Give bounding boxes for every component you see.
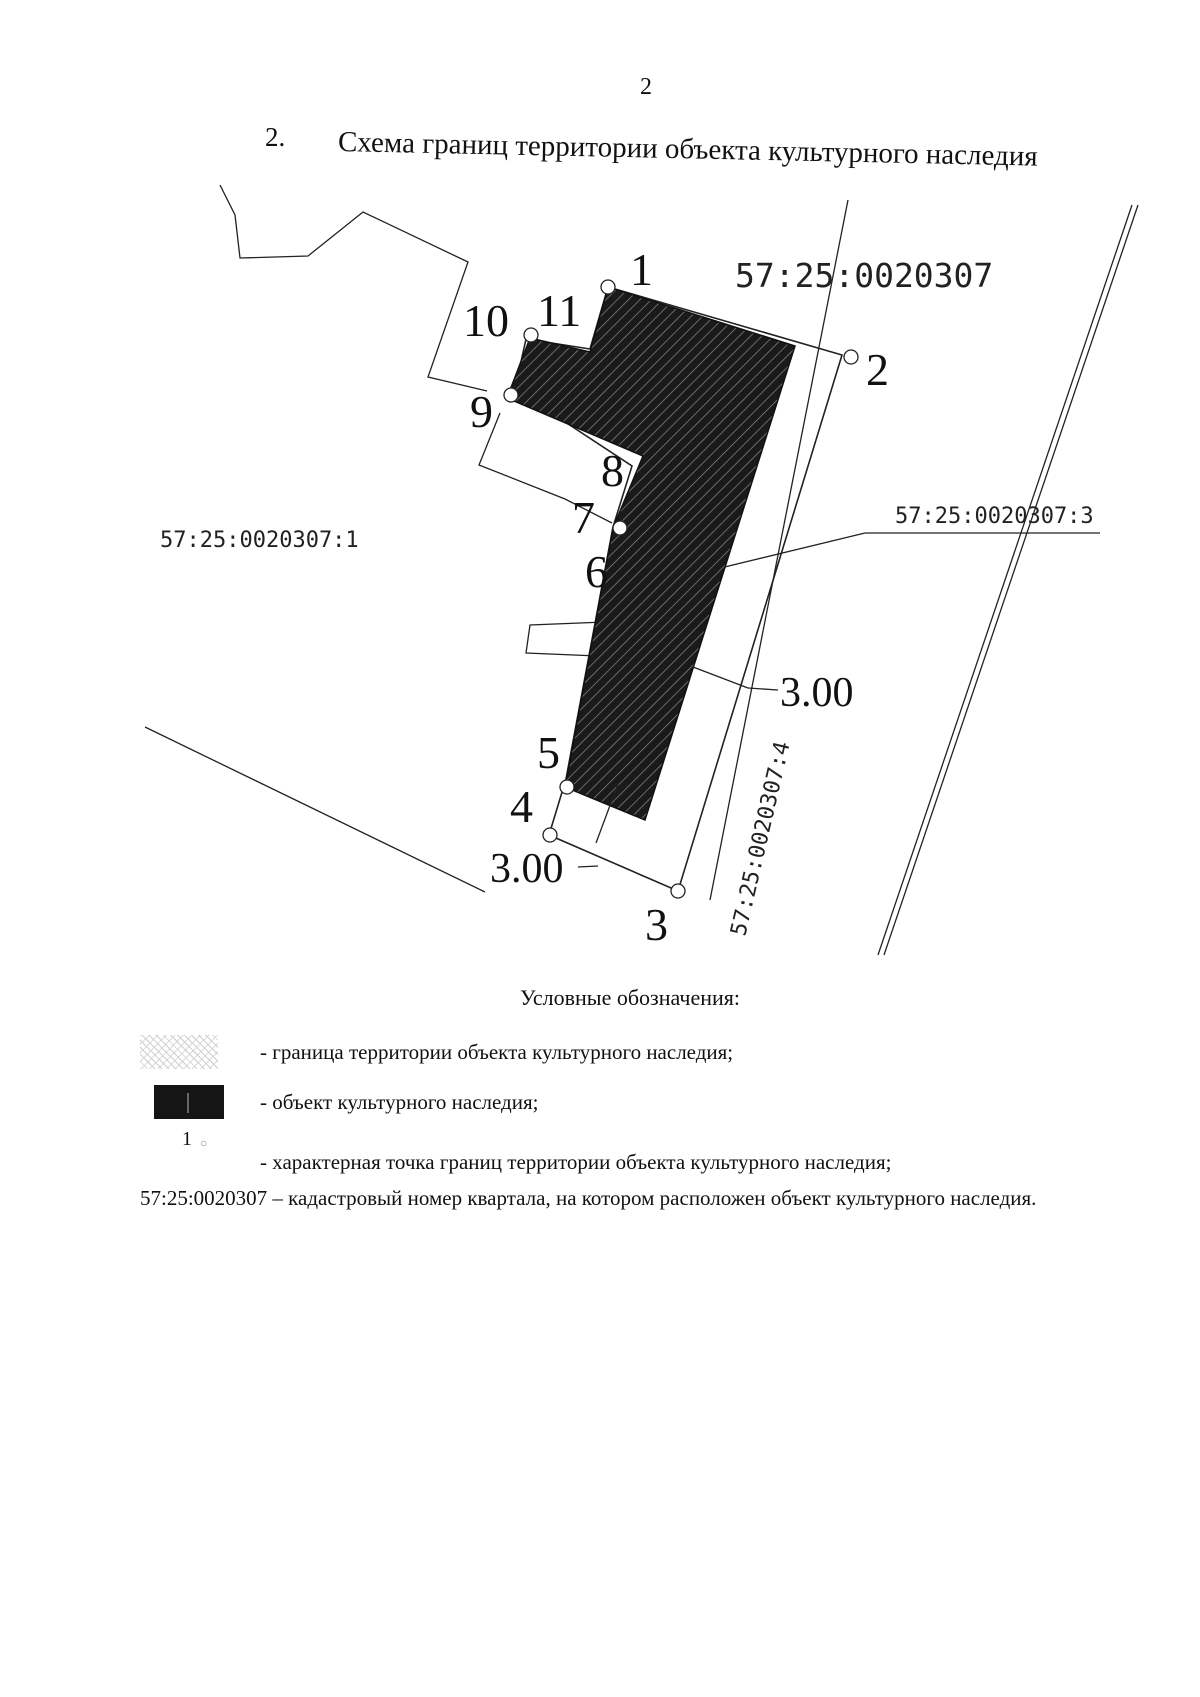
dim-bottom-leader [577, 865, 599, 868]
point-label-3: 3 [645, 899, 668, 950]
point-marker-2 [843, 349, 859, 365]
point-label-6: 6 [585, 546, 608, 597]
legend-label-border: - граница территории объекта культурного… [260, 1040, 734, 1064]
outbuilding [525, 621, 606, 657]
leader-line [703, 532, 866, 573]
page-number: 2 [640, 74, 652, 100]
parcel-lines [144, 184, 1139, 956]
legend-label-object: - объект культурного наследия; [260, 1090, 539, 1114]
dimension-label-right: 3.00 [780, 670, 854, 716]
legend-swatch-border [140, 1035, 218, 1069]
parcel-line-southwest [144, 726, 486, 893]
dimension-label-bottom: 3.00 [490, 846, 564, 892]
point-marker-4 [542, 827, 558, 843]
point-label-7: 7 [572, 492, 595, 543]
point-marker-7 [612, 520, 628, 536]
road-line-2 [883, 204, 1139, 956]
dim-right-line [692, 666, 749, 689]
point-label-10: 10 [463, 295, 509, 346]
legend-cadastral-note: 57:25:0020307 – кадастровый номер кварта… [140, 1186, 1037, 1210]
section-number: 2. [265, 122, 286, 152]
dim-right-leader [747, 687, 779, 691]
boundary-map: 1 2 3 4 5 6 7 8 9 10 11 3.00 3.00 57:25:… [144, 184, 1139, 956]
point-marker-3 [670, 883, 686, 899]
point-label-4: 4 [510, 781, 533, 832]
dim-bottom-line [595, 783, 619, 844]
street-line-vertical [709, 199, 849, 901]
point-label-5: 5 [537, 727, 560, 778]
page-title: Схема границ территории объекта культурн… [337, 126, 1039, 173]
parcel-line-west [478, 412, 613, 524]
cadastral-parcel-4-label: 57:25:0020307:4 [726, 739, 795, 938]
heritage-object [506, 286, 796, 822]
point-label-11: 11 [537, 285, 581, 336]
road-line-1 [877, 204, 1133, 956]
legend-point-sample: 1 [182, 1128, 192, 1150]
point-marker-5 [559, 779, 575, 795]
legend-title: Условные обозначения: [519, 985, 741, 1010]
characteristic-points [503, 279, 859, 899]
legend-swatch-object [154, 1085, 224, 1119]
point-label-9: 9 [470, 386, 493, 437]
point-marker-10 [523, 327, 539, 343]
cadastral-parcel-1-label: 57:25:0020307:1 [160, 528, 359, 553]
point-marker-1 [600, 279, 616, 295]
point-marker-9 [503, 387, 519, 403]
point-label-8: 8 [601, 445, 624, 496]
dimension-marks [577, 666, 779, 868]
cadastral-quarter-label: 57:25:0020307 [735, 256, 993, 295]
point-label-1: 1 [630, 244, 653, 295]
point-label-2: 2 [866, 344, 889, 395]
cadastral-parcel-3-label: 57:25:0020307:3 [895, 504, 1094, 529]
parcel-line-north [219, 184, 488, 392]
legend-label-point: - характерная точка границ территории об… [260, 1150, 892, 1174]
legend-point-circle-icon: ○ [200, 1136, 208, 1150]
